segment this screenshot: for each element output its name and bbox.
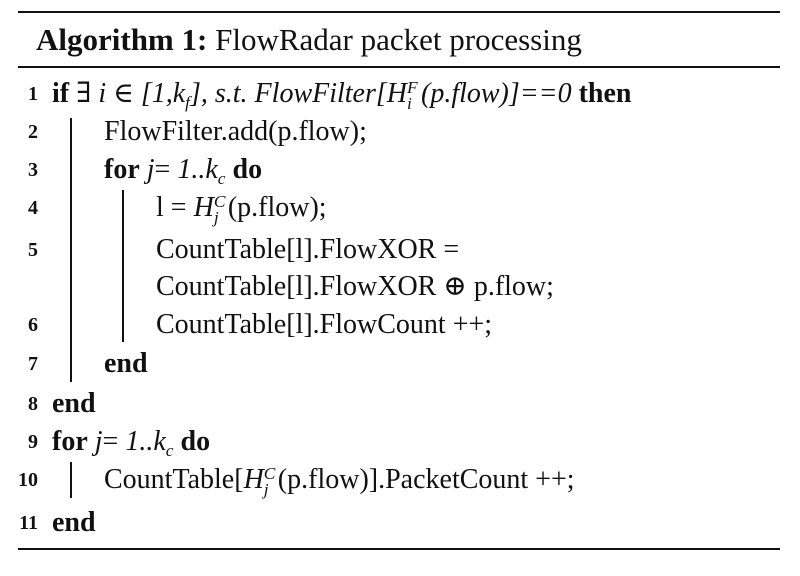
line-code: for j= 1..kc do <box>104 154 263 189</box>
for-keyword: for <box>104 154 140 185</box>
for-block-bar-2 <box>70 462 72 498</box>
line-number: 3 <box>28 159 38 181</box>
line-code: CountTable[l].FlowCount ++; <box>156 309 493 340</box>
algorithm-line-9: 9 for j= 1..kc do <box>0 422 800 462</box>
algorithm-line-2: 2 FlowFilter.add(p.flow); <box>0 112 800 152</box>
line-number: 10 <box>18 469 38 491</box>
do-keyword: do <box>180 426 211 457</box>
line-number: 7 <box>28 353 38 375</box>
line-number: 8 <box>28 393 38 415</box>
end-keyword: end <box>52 507 96 538</box>
algorithm-line-5: 5 CountTable[l].FlowXOR = CountTable[l].… <box>0 230 800 310</box>
line-code: for j= 1..kc do <box>52 426 211 461</box>
caption-rule <box>18 66 780 68</box>
end-keyword: end <box>104 348 148 379</box>
line-number: 5 <box>28 239 38 261</box>
for-block-bar <box>122 190 124 342</box>
do-keyword: do <box>232 154 263 185</box>
algorithm-line-3: 3 for j= 1..kc do <box>0 150 800 190</box>
line-number: 1 <box>28 83 38 105</box>
algorithm-line-6: 6 CountTable[l].FlowCount ++; <box>0 305 800 345</box>
algorithm-line-11: 11 end <box>0 503 800 543</box>
top-rule <box>18 11 780 13</box>
for-keyword: for <box>52 426 88 457</box>
algorithm-caption: Algorithm 1: FlowRadar packet processing <box>36 20 582 60</box>
line-code: FlowFilter.add(p.flow); <box>104 116 367 147</box>
line-code: CountTable[l].FlowXOR = <box>156 234 460 265</box>
if-block-bar <box>70 118 72 382</box>
line-number: 4 <box>28 197 38 219</box>
line-number: 2 <box>28 121 38 143</box>
line-number: 11 <box>19 512 38 534</box>
algorithm-line-7: 7 end <box>0 344 800 384</box>
bottom-rule <box>18 548 780 550</box>
algorithm-title: FlowRadar packet processing <box>215 22 582 57</box>
algorithm-label: Algorithm 1: <box>36 22 208 57</box>
end-keyword: end <box>52 388 96 419</box>
algorithm-line-8: 8 end <box>0 384 800 424</box>
line-code-continued: CountTable[l].FlowXOR ⊕ p.flow; <box>156 271 554 302</box>
line-number: 9 <box>28 431 38 453</box>
line-number: 6 <box>28 314 38 336</box>
if-keyword: if <box>52 78 70 109</box>
then-keyword: then <box>578 78 632 109</box>
